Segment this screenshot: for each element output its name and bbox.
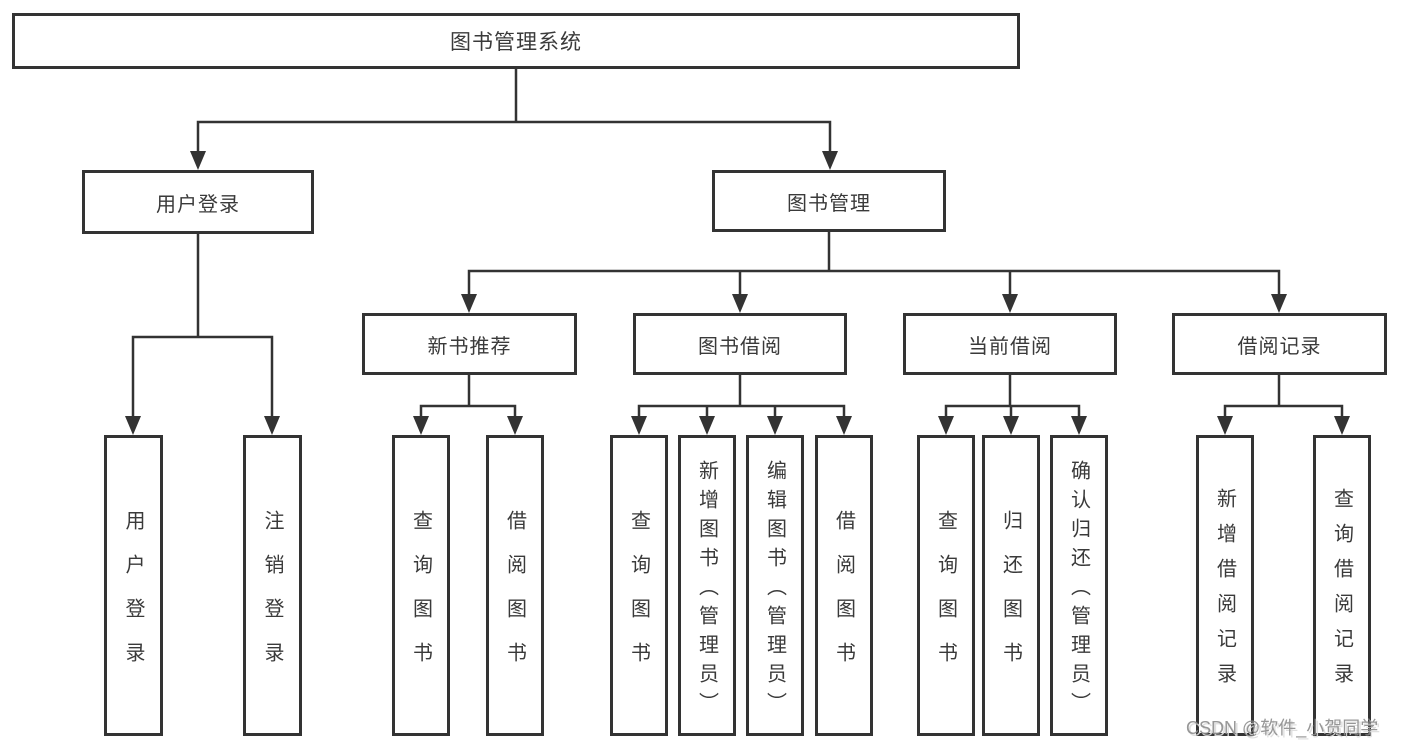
- node-label: 注销登录: [261, 509, 283, 686]
- leaf-user-login: 用户登录: [104, 435, 163, 736]
- node-label: 编辑图书（管理员）: [763, 459, 786, 721]
- arrowhead-icon: [822, 151, 838, 170]
- leaf-return-books: 归还图书: [982, 435, 1040, 736]
- node-label: 查询图书: [409, 509, 432, 686]
- arrowhead-icon: [1071, 416, 1087, 435]
- node-label: 用户登录: [122, 509, 144, 686]
- leaf-new-borrow-record: 新增借阅记录: [1196, 435, 1254, 736]
- arrowhead-icon: [836, 416, 852, 435]
- node-label: 借阅图书: [503, 509, 526, 686]
- node-label: 归还图书: [999, 509, 1022, 686]
- arrowhead-icon: [631, 416, 647, 435]
- node-label: 新增图书（管理员）: [695, 459, 718, 721]
- arrowhead-icon: [190, 151, 206, 170]
- arrowhead-icon: [1217, 416, 1233, 435]
- leaf-confirm-return-admin: 确认归还（管理员）: [1050, 435, 1108, 736]
- leaf-add-book-admin: 新增图书（管理员）: [678, 435, 736, 736]
- arrowhead-icon: [413, 416, 429, 435]
- node-root: 图书管理系统: [12, 13, 1020, 69]
- node-book-management: 图书管理: [712, 170, 946, 232]
- node-label: 确认归还（管理员）: [1067, 459, 1090, 721]
- leaf-query-books-current: 查询图书: [917, 435, 975, 736]
- node-book-borrow: 图书借阅: [633, 313, 847, 375]
- arrowhead-icon: [767, 416, 783, 435]
- node-user-login: 用户登录: [82, 170, 314, 234]
- node-new-book-recommend: 新书推荐: [362, 313, 577, 375]
- node-label: 借阅图书: [832, 509, 855, 686]
- node-label: 新增借阅记录: [1213, 488, 1236, 698]
- arrowhead-icon: [1003, 416, 1019, 435]
- arrowhead-icon: [1271, 294, 1287, 313]
- leaf-borrow-books-borrow: 借阅图书: [815, 435, 873, 736]
- connector-current-borrow: [944, 375, 1081, 419]
- watermark: CSDN @软件_小贺同学: [1186, 718, 1379, 738]
- connector-book-management: [467, 232, 1281, 297]
- arrowhead-icon: [732, 294, 748, 313]
- arrowhead-icon: [1002, 294, 1018, 313]
- node-label: 查询借阅记录: [1330, 488, 1353, 698]
- arrowhead-icon: [264, 416, 280, 435]
- connector-book-borrow: [637, 375, 846, 419]
- connector-new-book: [419, 375, 517, 419]
- node-borrow-records: 借阅记录: [1172, 313, 1387, 375]
- leaf-borrow-books-recommend: 借阅图书: [486, 435, 544, 736]
- arrowhead-icon: [1334, 416, 1350, 435]
- arrowhead-icon: [699, 416, 715, 435]
- connector-root: [196, 69, 832, 153]
- node-label: 查询图书: [627, 509, 650, 686]
- arrowhead-icon: [125, 416, 141, 435]
- leaf-query-books-recommend: 查询图书: [392, 435, 450, 736]
- arrowhead-icon: [461, 294, 477, 313]
- connector-borrow-records: [1223, 375, 1344, 419]
- leaf-edit-book-admin: 编辑图书（管理员）: [746, 435, 804, 736]
- leaf-logout-login: 注销登录: [243, 435, 302, 736]
- arrowhead-icon: [938, 416, 954, 435]
- node-current-borrow: 当前借阅: [903, 313, 1117, 375]
- arrowhead-icon: [507, 416, 523, 435]
- connector-user-login: [131, 234, 274, 419]
- leaf-query-books-borrow: 查询图书: [610, 435, 668, 736]
- node-label: 查询图书: [934, 509, 957, 686]
- leaf-query-borrow-record: 查询借阅记录: [1313, 435, 1371, 736]
